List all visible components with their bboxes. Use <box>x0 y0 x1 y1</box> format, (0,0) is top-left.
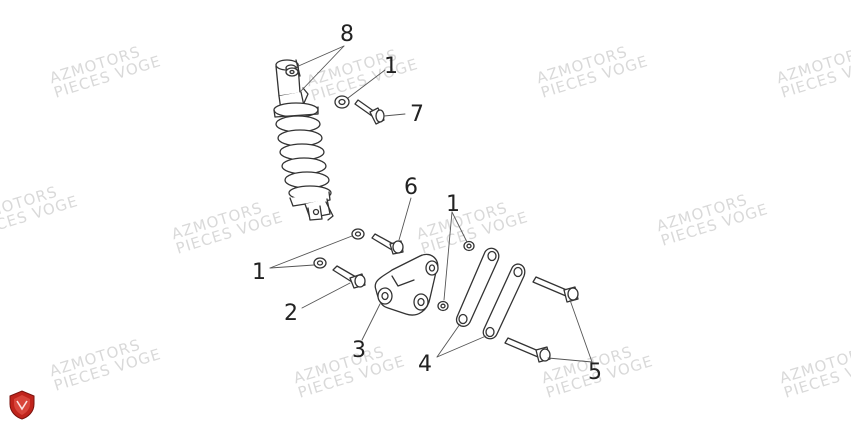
washer <box>437 300 449 312</box>
leader-lines <box>269 45 593 363</box>
washer <box>463 240 475 252</box>
bolt-7 <box>354 99 385 125</box>
callout-2: 2 <box>284 301 298 326</box>
callout-1-top: 1 <box>384 54 398 79</box>
shield-logo-icon <box>9 390 35 420</box>
callout-5: 5 <box>588 360 602 385</box>
washer <box>313 257 327 269</box>
washer <box>334 95 350 109</box>
bolt-6 <box>371 233 404 255</box>
tie-rod <box>482 263 526 340</box>
tie-rod <box>455 247 500 327</box>
callout-6: 6 <box>404 175 418 200</box>
callout-8: 8 <box>340 22 354 47</box>
bolt-5-lower <box>504 337 551 363</box>
callout-1-mid: 1 <box>446 192 460 217</box>
washer <box>351 228 365 240</box>
callout-1-left: 1 <box>252 260 266 285</box>
shock-absorber <box>273 59 334 221</box>
callout-3: 3 <box>352 338 366 363</box>
callout-4: 4 <box>418 352 432 377</box>
bolt-5-upper <box>532 276 579 303</box>
bolt-2 <box>332 265 366 289</box>
linkage-lever <box>374 253 439 316</box>
callout-7: 7 <box>410 102 424 127</box>
